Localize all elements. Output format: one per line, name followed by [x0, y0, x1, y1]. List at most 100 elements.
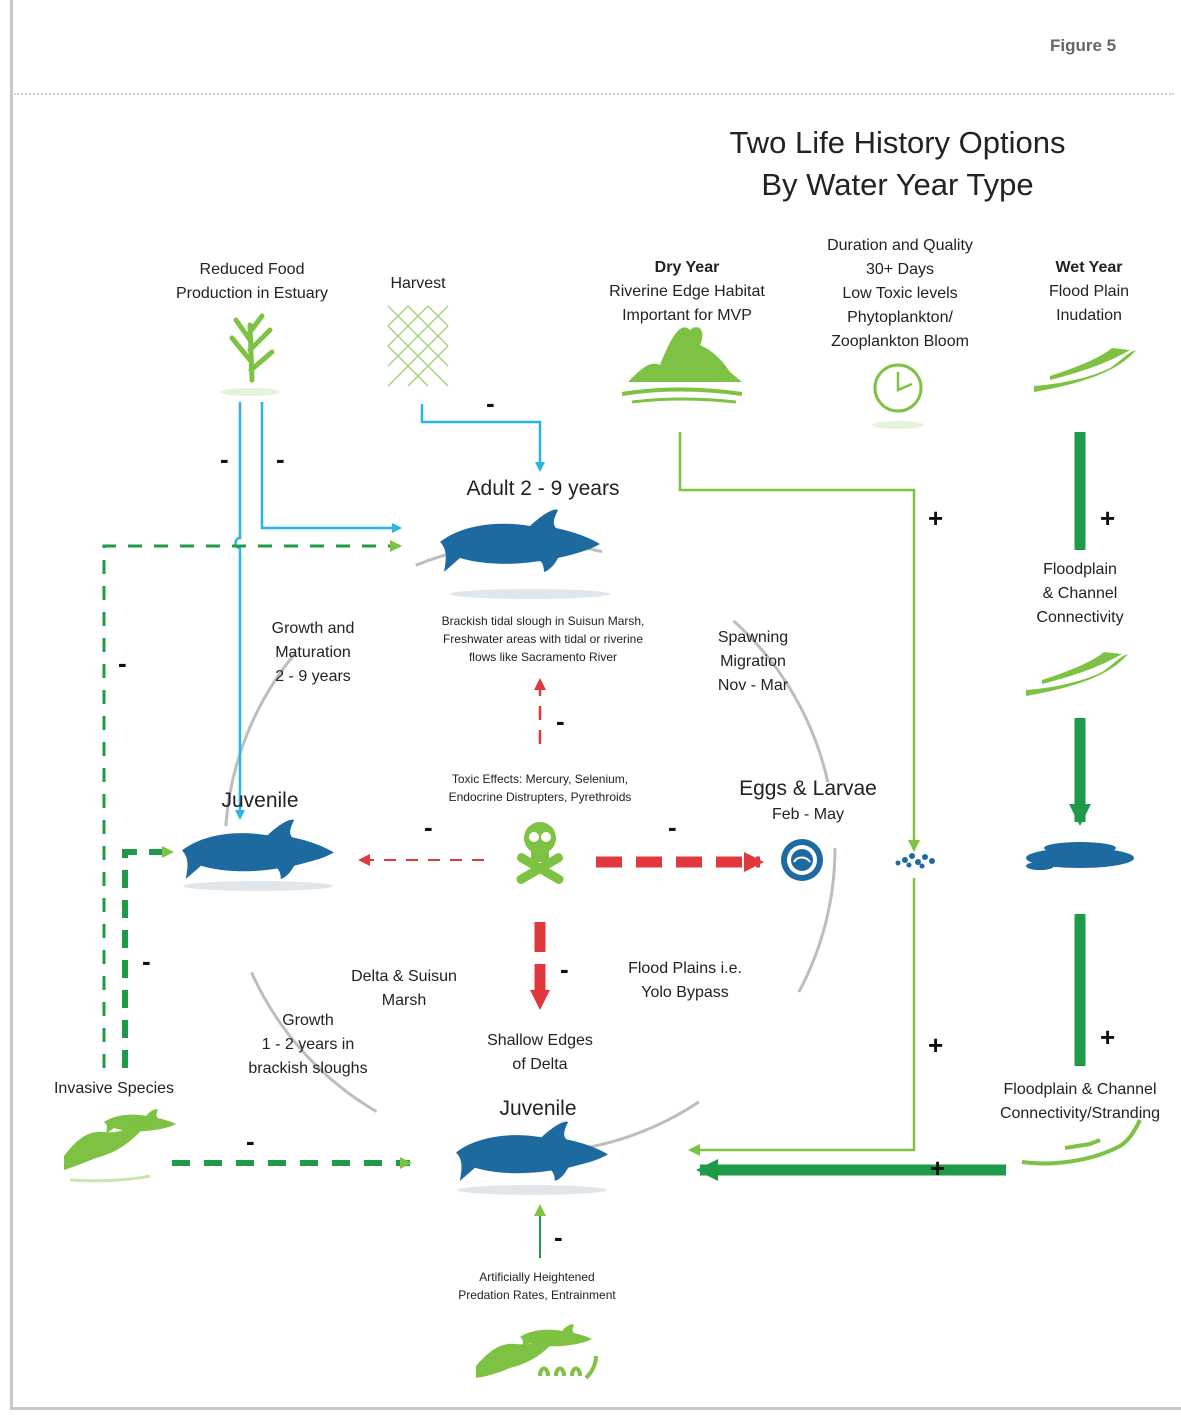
minus-sign-toxic-juvenile: - — [424, 812, 433, 842]
adult-habitat-line-3: flows like Sacramento River — [468, 650, 618, 664]
clock-icon — [872, 363, 924, 429]
growth-brackish-label: Growth 1 - 2 years in brackish sloughs — [228, 1009, 388, 1081]
adult-fish-icon — [440, 509, 600, 572]
plus-sign-dry-year: + — [928, 503, 944, 533]
spawning-line-1: Spawning — [717, 629, 789, 646]
dry-year-label: Dry Year Riverine Edge Habitat Important… — [580, 256, 794, 328]
plankton-large-icon — [1026, 842, 1134, 870]
growth-maturation-line-1: Growth and — [271, 620, 355, 637]
wet-year-heading: Wet Year — [1055, 259, 1123, 276]
flood-plains-label: Flood Plains i.e. Yolo Bypass — [606, 957, 764, 1005]
stranding-line-1: Floodplain & Channel — [1003, 1081, 1157, 1098]
minus-sign-toxic-shallow: - — [560, 954, 569, 984]
duration-line-1: Duration and Quality — [827, 237, 973, 254]
minus-sign-harvest: - — [486, 388, 495, 418]
plus-sign-eggs-juvenile: + — [928, 1030, 944, 1060]
dry-year-habitat-icon — [621, 327, 743, 404]
connectivity-floodplain-icon — [1026, 652, 1128, 696]
dry-year-to-eggs-arrow — [678, 432, 920, 852]
figure-label: Figure 5 — [1050, 36, 1117, 55]
spawning-migration-label: Spawning Migration Nov - Mar — [696, 626, 810, 698]
juvenile-bottom-label: Juvenile — [499, 1097, 577, 1120]
connectivity-line-2: & Channel — [1042, 585, 1118, 602]
floodplain-connectivity-label: Floodplain & Channel Connectivity — [1016, 558, 1144, 630]
net-icon — [387, 305, 449, 387]
invasive-to-juvenile-top-arrow — [122, 846, 174, 1068]
invasive-species-label: Invasive Species — [53, 1080, 175, 1097]
shallow-line-1: Shallow Edges — [487, 1032, 593, 1049]
juvenile-top-label: Juvenile — [221, 789, 299, 812]
predation-label: Artificially Heightened Predation Rates,… — [420, 1268, 654, 1304]
delta-suisun-label: Delta & Suisun Marsh — [330, 965, 478, 1013]
plus-sign-stranding: + — [1100, 1022, 1116, 1052]
connectivity-line-1: Floodplain — [1043, 561, 1117, 578]
wet-year-line-2: Flood Plain — [1048, 283, 1130, 300]
plankton-small-icon — [895, 853, 935, 869]
reduced-food-label: Reduced Food Production in Estuary — [150, 258, 354, 306]
minus-sign-toxic-eggs: - — [668, 812, 677, 842]
invasive-species-icon — [64, 1109, 176, 1183]
wet-year-label: Wet Year Flood Plain Inudation — [1026, 256, 1152, 328]
juvenile-bottom-fish-icon — [456, 1121, 608, 1181]
shallow-line-2: of Delta — [512, 1056, 568, 1073]
duration-line-3: Low Toxic levels — [842, 285, 958, 302]
growth-maturation-line-3: 2 - 9 years — [275, 668, 351, 685]
food-to-adult-arrow — [260, 402, 402, 533]
stranding-label: Floodplain & Channel Connectivity/Strand… — [982, 1078, 1178, 1126]
minus-sign-predation: - — [554, 1222, 563, 1252]
plus-sign-stranding-juvenile: + — [930, 1153, 946, 1183]
minus-sign-toxic-adult: - — [556, 706, 565, 736]
growth-line-3: brackish sloughs — [248, 1060, 368, 1077]
reduced-food-line-1: Reduced Food — [199, 261, 305, 278]
minus-sign-food-juvenile: - — [220, 444, 229, 474]
diagram-title: Two Life History Options By Water Year T… — [690, 122, 1105, 206]
growth-maturation-line-2: Maturation — [275, 644, 351, 661]
juvenile-top-fish-shadow — [183, 881, 333, 891]
minus-sign-invasive-juvenile-bottom: - — [246, 1126, 255, 1156]
header-divider — [14, 93, 1174, 95]
predation-line-1: Artificially Heightened — [479, 1270, 595, 1284]
eggs-months-label: Feb - May — [771, 806, 844, 823]
predation-line-2: Predation Rates, Entrainment — [458, 1288, 616, 1302]
toxic-skull-icon — [516, 822, 564, 884]
plus-sign-wet-year: + — [1100, 503, 1116, 533]
delta-line-1: Delta & Suisun — [351, 968, 457, 985]
adult-habitat-label: Brackish tidal slough in Suisun Marsh, F… — [405, 612, 681, 666]
dry-year-line-2: Riverine Edge Habitat — [609, 283, 765, 300]
adult-habitat-line-1: Brackish tidal slough in Suisun Marsh, — [441, 614, 645, 628]
juvenile-bottom-fish-shadow — [457, 1185, 607, 1195]
eggs-larvae-label: Eggs & Larvae — [739, 777, 877, 800]
spawning-line-2: Migration — [720, 653, 786, 670]
minus-sign-invasive-juvenile: - — [142, 946, 151, 976]
dry-year-line-3: Important for MVP — [622, 307, 752, 324]
duration-line-5: Zooplankton Bloom — [831, 333, 969, 350]
toxic-line-1: Toxic Effects: Mercury, Selenium, — [451, 772, 629, 786]
stranding-line-2: Connectivity/Stranding — [999, 1105, 1161, 1122]
minus-sign-food-adult: - — [276, 444, 285, 474]
wet-year-floodplain-icon — [1034, 348, 1136, 392]
juvenile-top-fish-icon — [182, 819, 334, 879]
connectivity-line-3: Connectivity — [1036, 609, 1124, 626]
harvest-label: Harvest — [390, 275, 446, 292]
flood-line-1: Flood Plains i.e. — [628, 960, 742, 977]
growth-maturation-label: Growth and Maturation 2 - 9 years — [246, 617, 380, 689]
plant-icon — [229, 313, 275, 383]
adult-habitat-line-2: Freshwater areas with tidal or riverine — [442, 632, 644, 646]
adult-stage-label: Adult 2 - 9 years — [466, 477, 620, 500]
eggs-larvae-icon — [781, 839, 823, 881]
food-to-juvenile-arrow — [234, 402, 245, 820]
dry-year-heading: Dry Year — [654, 259, 720, 276]
toxic-effects-label: Toxic Effects: Mercury, Selenium, Endocr… — [410, 770, 670, 806]
growth-line-1: Growth — [282, 1012, 334, 1029]
invasive-to-adult-arrow — [102, 540, 402, 1068]
duration-quality-label: Duration and Quality 30+ Days Low Toxic … — [800, 234, 1000, 354]
title-line-1: Two Life History Options — [729, 125, 1066, 160]
figure-frame — [10, 0, 1181, 1410]
spawning-line-3: Nov - Mar — [717, 677, 789, 694]
shallow-edges-label: Shallow Edges of Delta — [468, 1029, 612, 1077]
reduced-food-line-2: Production in Estuary — [175, 285, 329, 302]
flood-line-2: Yolo Bypass — [641, 984, 729, 1001]
minus-sign-invasive-adult: - — [118, 648, 127, 678]
predation-icon — [476, 1324, 598, 1380]
